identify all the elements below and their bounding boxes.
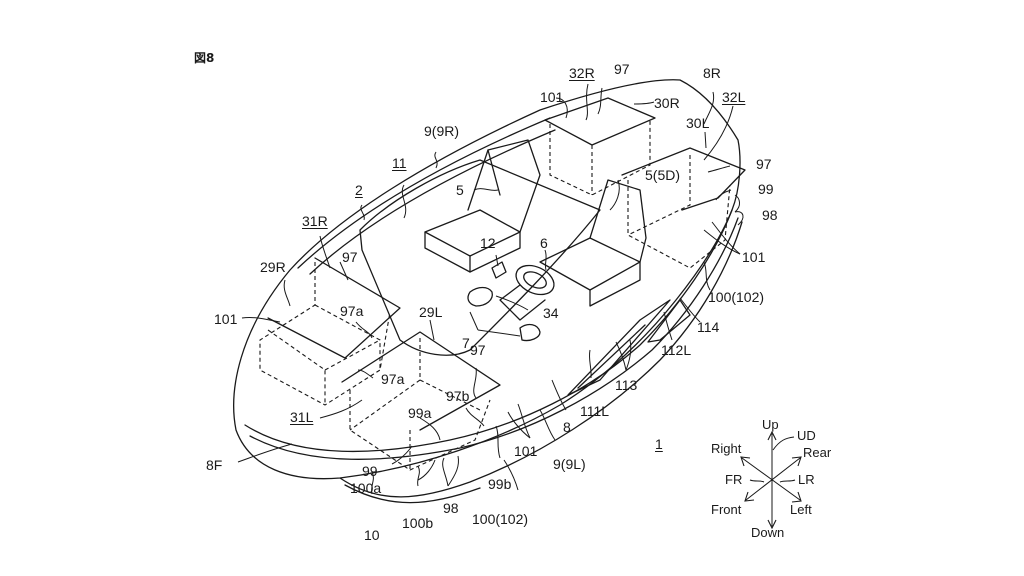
ref-100-102-bottom: 100(102): [472, 511, 529, 527]
leader-lines: [237, 83, 744, 495]
ref-97a-right: 97a: [340, 303, 364, 319]
direction-ud: UD: [797, 428, 816, 443]
ref-101-top: 101: [540, 89, 564, 105]
figure-title: 図8: [194, 51, 215, 65]
ref-5-5D: 5(5D): [645, 167, 681, 183]
ref-32L: 32L: [722, 89, 746, 105]
ref-100b: 100b: [402, 515, 434, 531]
ref-34: 34: [543, 305, 559, 321]
ref-99-right: 99: [758, 181, 774, 197]
ref-101-left: 101: [214, 311, 238, 327]
ref-5: 5: [456, 182, 464, 198]
storage-box-32R: [544, 97, 656, 196]
direction-right: Right: [711, 441, 742, 456]
ref-100a: 100a: [350, 480, 382, 496]
steering-assembly: [467, 261, 555, 342]
direction-fr: FR: [725, 472, 743, 487]
direction-down: Down: [751, 525, 785, 540]
direction-rear: Rear: [803, 445, 832, 460]
ref-98-right: 98: [762, 207, 778, 223]
ref-7: 7: [462, 335, 470, 351]
ref-113: 113: [615, 377, 638, 393]
vehicle-body-outline: [233, 79, 743, 504]
ref-11: 11: [392, 155, 407, 171]
direction-up: Up: [762, 417, 779, 432]
arrow-front: [744, 491, 755, 502]
ref-2: 2: [355, 182, 363, 198]
direction-front: Front: [711, 502, 742, 517]
ref-101-bottom: 101: [514, 443, 538, 459]
ref-12: 12: [480, 235, 496, 251]
side-panel-features: [567, 299, 691, 396]
storage-box-31L: [341, 331, 501, 471]
ref-101-right: 101: [742, 249, 766, 265]
lr-axis: [741, 457, 801, 501]
ref-31R: 31R: [302, 213, 328, 229]
ref-98-bottom: 98: [443, 500, 459, 516]
ref-29L: 29L: [419, 304, 443, 320]
ref-8: 8: [563, 419, 571, 435]
arrow-up: [767, 430, 777, 441]
storage-box-32L: [621, 147, 746, 269]
arrow-left: [791, 491, 802, 503]
direction-legend-arrows: [740, 430, 802, 530]
arrow-right: [740, 456, 751, 467]
ref-6: 6: [540, 235, 548, 251]
fr-axis: [745, 457, 801, 501]
arrow-down: [767, 519, 777, 530]
ref-111L: 111L: [580, 403, 610, 419]
ref-9-9R: 9(9R): [424, 123, 460, 139]
ref-30R: 30R: [654, 95, 680, 111]
ref-31L: 31L: [290, 409, 314, 425]
ref-97a-left: 97a: [381, 371, 405, 387]
direction-left: Left: [790, 502, 812, 517]
ref-32R: 32R: [569, 65, 595, 81]
ref-99a: 99a: [408, 405, 432, 421]
ref-99: 99: [362, 463, 378, 479]
ref-9-9L: 9(9L): [553, 456, 586, 472]
ref-112L: 112L: [661, 342, 692, 358]
ref-30L: 30L: [686, 115, 710, 131]
ref-100-102-right: 100(102): [708, 289, 765, 305]
ref-99b: 99b: [488, 476, 512, 492]
ref-97-top: 97: [614, 61, 630, 77]
storage-box-31R: [259, 257, 401, 406]
seat-5D-driver: [539, 179, 647, 307]
ref-97-front-right: 97: [342, 249, 358, 265]
ref-114: 114: [697, 319, 720, 335]
ref-97-mid: 97: [470, 342, 486, 358]
assembly-ref-1: 1: [655, 436, 663, 452]
ref-97-right: 97: [756, 156, 772, 172]
arrow-rear: [791, 456, 802, 467]
ref-97b: 97b: [446, 388, 470, 404]
ref-8F: 8F: [206, 457, 223, 473]
direction-lr: LR: [798, 472, 815, 487]
seat-5-left: [424, 139, 541, 273]
ref-29R: 29R: [260, 259, 286, 275]
ref-10: 10: [364, 527, 380, 543]
ref-8R: 8R: [703, 65, 721, 81]
